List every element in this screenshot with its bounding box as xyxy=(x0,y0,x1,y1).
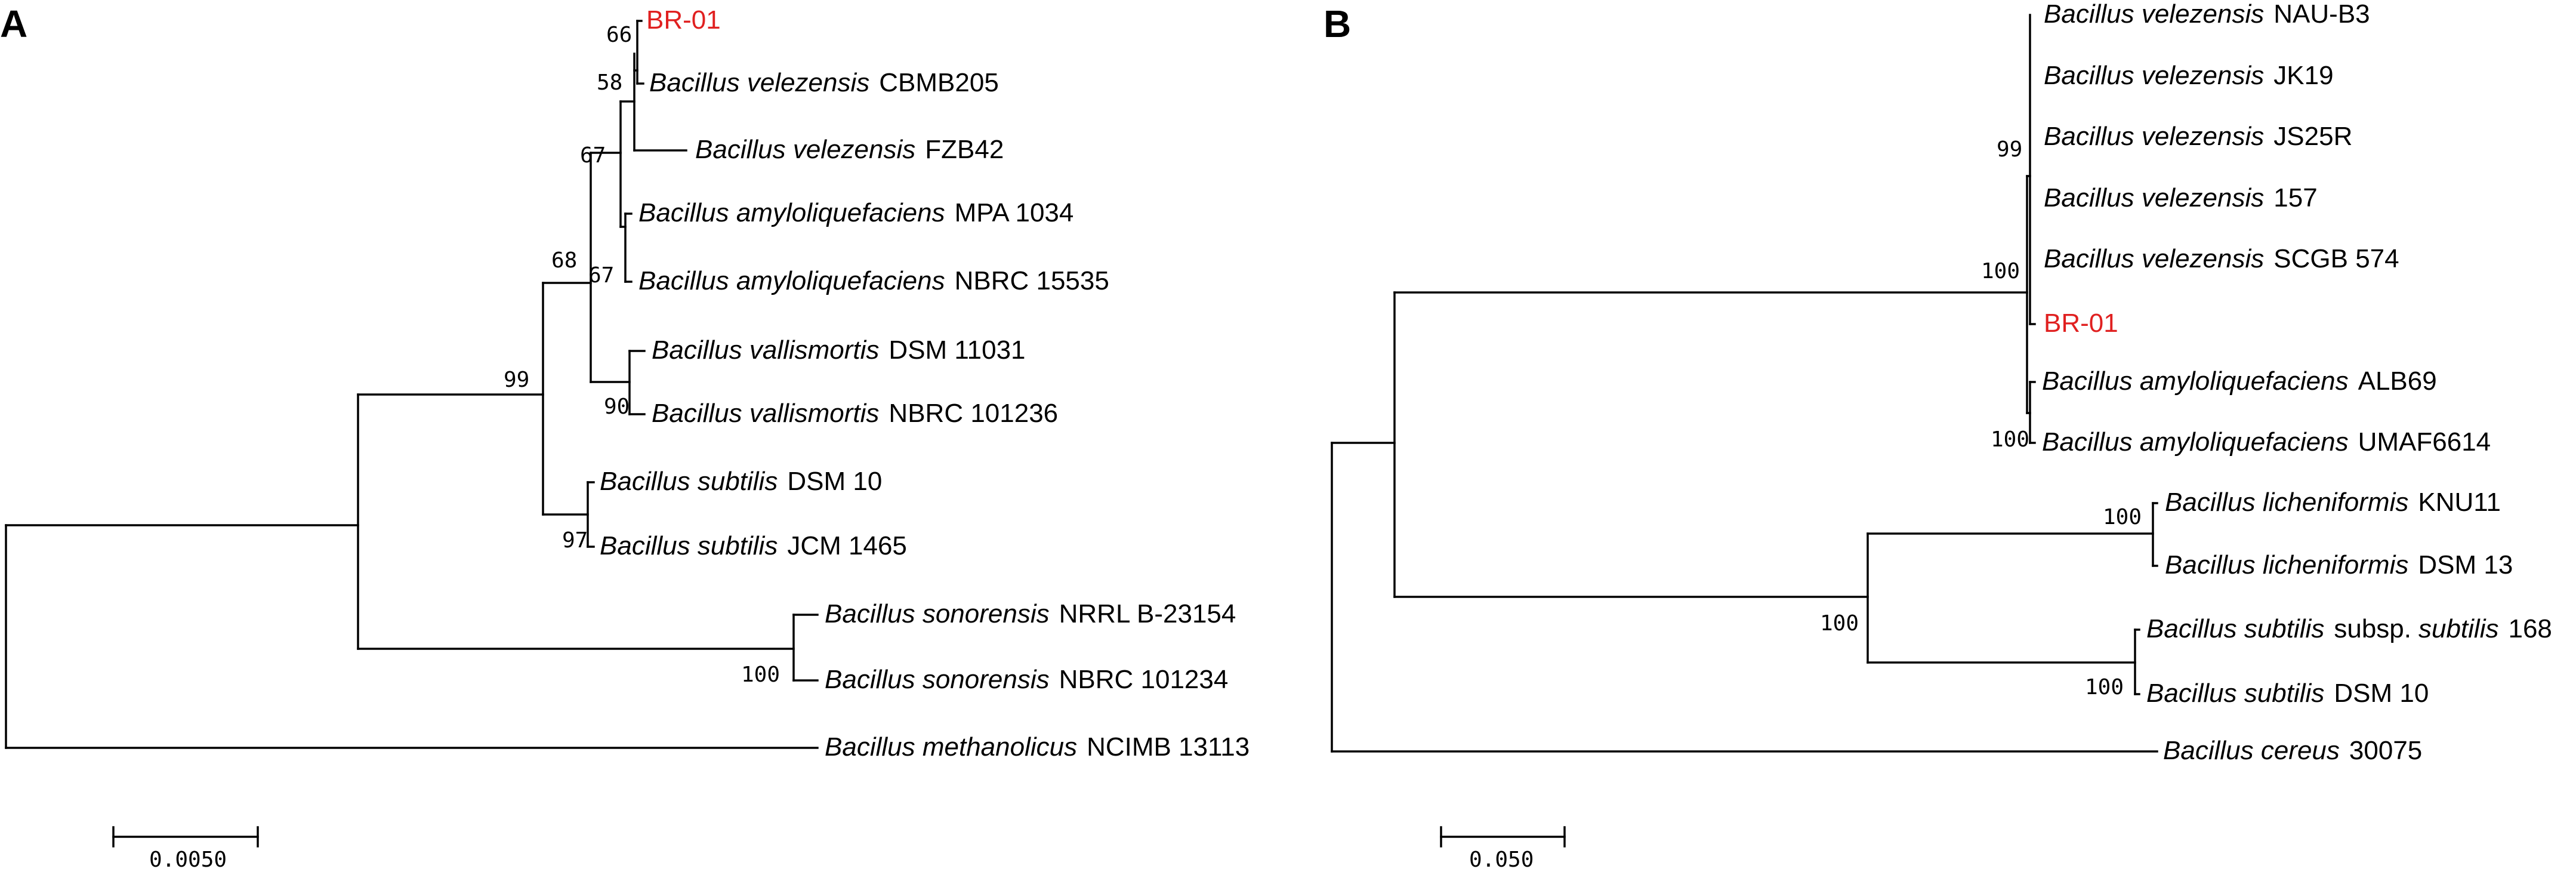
panel-b-letter: B xyxy=(1324,2,1351,45)
panel-a-letter: A xyxy=(0,2,27,45)
bootstrap-value: 100 xyxy=(741,663,780,687)
panel-b-scale-bar: 0.050 xyxy=(1440,826,1566,872)
scale-bar-label: 0.0050 xyxy=(149,848,227,872)
scale-bar-label: 0.050 xyxy=(1469,848,1534,872)
bootstrap-value: 100 xyxy=(2085,675,2124,700)
bootstrap-value: 67 xyxy=(580,143,606,168)
bootstrap-value: 68 xyxy=(551,248,577,273)
bootstrap-value: 100 xyxy=(1820,611,1859,636)
bootstrap-value: 100 xyxy=(2103,505,2142,529)
bootstrap-value: 99 xyxy=(1997,137,2022,162)
panel-b-bootstraps: 99 100 100 100 100 100 xyxy=(1820,137,2142,700)
panel-b-tree xyxy=(1331,14,2158,753)
panel-a-scale-bar: 0.0050 xyxy=(112,826,259,872)
panel-a-bootstraps: 66 58 67 67 68 90 99 97 100 xyxy=(504,23,780,687)
panel-a-tree xyxy=(5,20,819,749)
bootstrap-value: 100 xyxy=(1991,427,2029,452)
bootstrap-value: 67 xyxy=(588,263,614,288)
bootstrap-value: 90 xyxy=(604,395,630,419)
bootstrap-value: 97 xyxy=(562,528,588,553)
bootstrap-value: 99 xyxy=(504,368,529,392)
bootstrap-value: 58 xyxy=(597,70,622,95)
taxon-label-br01: BR-01 xyxy=(646,5,721,35)
taxon-label-br01: BR-01 xyxy=(2044,309,2118,338)
bootstrap-value: 100 xyxy=(1981,259,2020,284)
bootstrap-value: 66 xyxy=(606,23,632,47)
